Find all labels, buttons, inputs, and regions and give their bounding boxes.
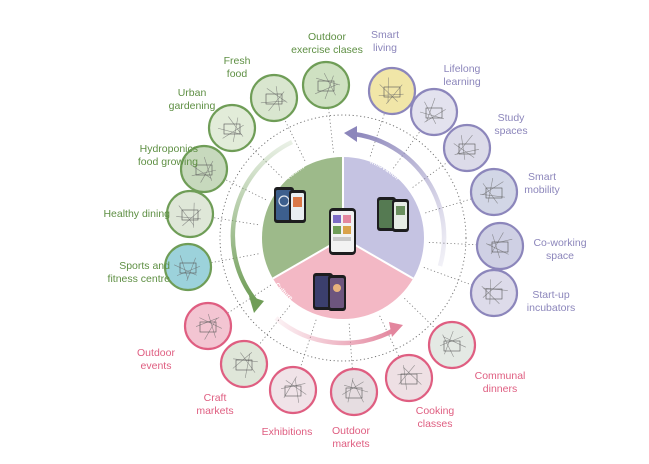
dotted-spoke (329, 109, 334, 153)
label-coworking-space: Co-working space (527, 237, 593, 262)
label-line: Lifelong (431, 63, 493, 76)
label-line: fitness centre (62, 273, 170, 286)
craft-markets-photo-circle-icon (221, 341, 267, 387)
label-line: Outdoor (321, 425, 381, 438)
dotted-spoke (370, 114, 384, 157)
label-line: markets (186, 405, 244, 418)
label-line: gardening (152, 100, 232, 113)
label-line: incubators (518, 302, 584, 315)
outdoor-events-photo-circle-icon (185, 303, 231, 349)
label-line: Smart (517, 171, 567, 184)
label-line: learning (431, 76, 493, 89)
smart-living-photo-circle-icon (369, 68, 415, 114)
outdoor-markets-photo-circle-icon (331, 369, 377, 415)
exhibitions-photo-circle-icon (270, 367, 316, 413)
label-line: Sports and (62, 260, 170, 273)
label-line: food growing (92, 156, 198, 169)
dotted-spoke (285, 120, 305, 161)
label-line: mobility (517, 184, 567, 197)
label-urban-gardening: Urban gardening (152, 87, 232, 112)
label-line: Exhibitions (255, 426, 319, 439)
label-line: Start-up (518, 289, 584, 302)
label-line: Craft (186, 392, 244, 405)
outdoor-exercise-photo-circle-icon (303, 62, 349, 108)
label-cooking-classes: Cooking classes (406, 405, 464, 430)
dotted-spoke (404, 298, 435, 328)
sports-fitness-photo-circle-icon (165, 244, 211, 290)
label-line: space (527, 250, 593, 263)
label-line: living (362, 42, 408, 55)
smart-mobility-photo-circle-icon (471, 169, 517, 215)
study-spaces-photo-circle-icon (444, 125, 490, 171)
central-phone-icon (329, 208, 356, 255)
purple-arrowhead-icon (344, 126, 357, 142)
label-line: Study (488, 112, 534, 125)
label-lifelong-learning: Lifelong learning (431, 63, 493, 88)
label-exhibitions: Exhibitions (255, 426, 319, 439)
label-healthy-dining: Healthy dining (70, 208, 170, 221)
lifelong-learning-photo-circle-icon (411, 89, 457, 135)
label-line: Cooking (406, 405, 464, 418)
label-line: Hydroponics (92, 143, 198, 156)
label-communal-dinners: Communal dinners (465, 370, 535, 395)
label-line: Smart (362, 29, 408, 42)
innovation-phones-icon (377, 197, 409, 232)
health-phones-icon (274, 187, 306, 223)
label-sports-fitness: Sports and fitness centre (62, 260, 170, 285)
label-smart-mobility: Smart mobility (517, 171, 567, 196)
label-hydroponics: Hydroponics food growing (92, 143, 198, 168)
label-line: Outdoor (126, 347, 186, 360)
green-arrowhead-icon (249, 296, 264, 313)
label-line: Healthy dining (70, 208, 170, 221)
label-line: events (126, 360, 186, 373)
label-line: markets (321, 438, 381, 451)
label-smart-living: Smart living (362, 29, 408, 54)
label-line: Urban (152, 87, 232, 100)
label-line: classes (406, 418, 464, 431)
cooking-classes-photo-circle-icon (386, 355, 432, 401)
dotted-spoke (300, 320, 316, 368)
communal-dinners-photo-circle-icon (429, 322, 475, 368)
label-study-spaces: Study spaces (488, 112, 534, 137)
healthy-dining-photo-circle-icon (167, 191, 213, 237)
label-fresh-food: Fresh food (207, 55, 267, 80)
dotted-spoke (424, 267, 472, 284)
fresh-food-photo-circle-icon (251, 75, 297, 121)
pink-arrowhead-icon (389, 322, 403, 337)
label-line: Fresh (207, 55, 267, 68)
label-startup-incubators: Start-up incubators (518, 289, 584, 314)
label-line: dinners (465, 383, 535, 396)
label-line: Communal (465, 370, 535, 383)
label-line: food (207, 68, 267, 81)
label-line: spaces (488, 125, 534, 138)
startup-incubators-photo-circle-icon (471, 270, 517, 316)
coworking-space-photo-circle-icon (477, 223, 523, 269)
dotted-spoke (429, 242, 476, 244)
label-craft-markets: Craft markets (186, 392, 244, 417)
dotted-spoke (425, 199, 471, 213)
label-outdoor-events: Outdoor events (126, 347, 186, 372)
dotted-spoke (349, 324, 352, 368)
label-outdoor-markets: Outdoor markets (321, 425, 381, 450)
culture-phones-icon (313, 273, 346, 311)
pink-cycle-arrow-icon (276, 318, 394, 343)
label-line: Co-working (527, 237, 593, 250)
